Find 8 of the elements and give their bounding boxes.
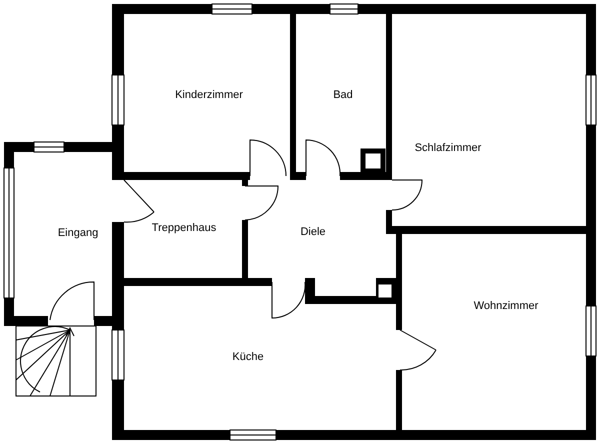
room-label: Bad xyxy=(333,89,353,101)
room-label: Wohnzimmer xyxy=(474,300,538,312)
room-label: Schlafzimmer xyxy=(414,142,482,154)
room-label: Kinderzimmer xyxy=(175,89,243,101)
room-label: Diele xyxy=(300,226,326,238)
room-label: Eingang xyxy=(58,227,98,239)
room-label: Treppenhaus xyxy=(152,222,216,234)
room-label: Küche xyxy=(232,351,264,363)
